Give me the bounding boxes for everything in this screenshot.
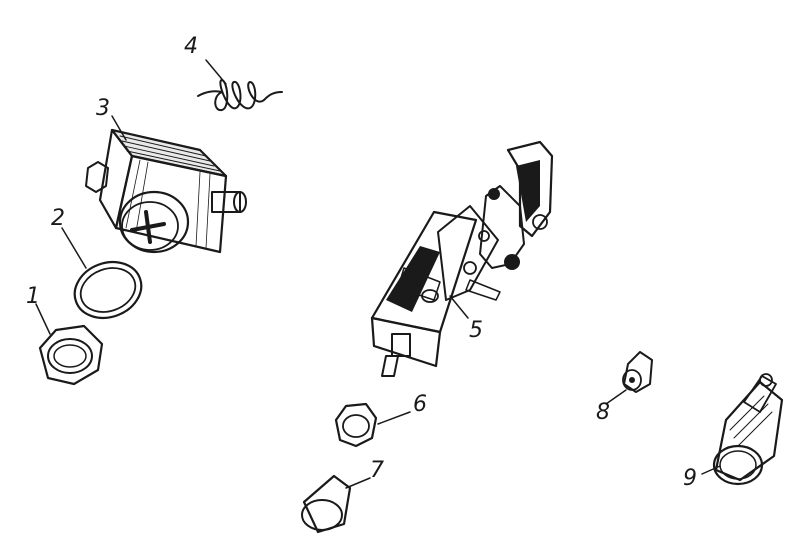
callout-9: 9 <box>683 466 697 491</box>
callout-6: 6 <box>413 392 427 417</box>
hex-nut-large-drawing <box>38 324 104 386</box>
callout-7: 7 <box>370 458 384 483</box>
leader-line-2 <box>61 227 87 269</box>
callout-1: 1 <box>26 284 40 309</box>
callout-4: 4 <box>184 34 198 59</box>
washer-drawing <box>73 260 143 320</box>
leader-line-5 <box>449 295 469 319</box>
switch-housing-drawing <box>85 128 247 254</box>
bulb-drawing <box>622 351 653 393</box>
callout-2: 2 <box>51 206 65 231</box>
leader-line-7 <box>345 477 371 489</box>
knob-cap-drawing <box>301 474 352 534</box>
spring-drawing <box>197 79 283 112</box>
lamp-holder-drawing <box>712 373 784 486</box>
switch-mechanism-drawing <box>370 140 554 377</box>
leader-line-4 <box>205 59 227 85</box>
leader-line-8 <box>605 389 627 405</box>
leader-line-3 <box>111 115 127 141</box>
leader-line-6 <box>377 411 411 425</box>
small-nut-drawing <box>334 402 378 448</box>
callout-3: 3 <box>96 96 110 121</box>
leader-line-1 <box>35 303 51 335</box>
leader-line-9 <box>701 465 721 475</box>
callout-8: 8 <box>596 400 610 425</box>
callout-5: 5 <box>469 318 483 343</box>
